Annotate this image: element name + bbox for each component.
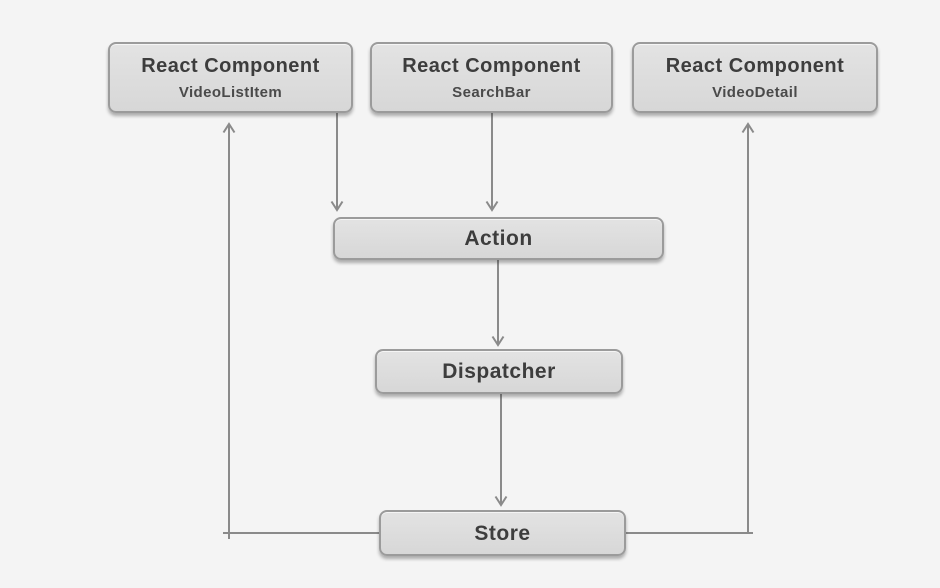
- edge-searchbar-to-action: [485, 110, 499, 212]
- arrowhead-up-icon: [222, 122, 236, 134]
- node-subtitle: SearchBar: [452, 83, 531, 101]
- edge-dispatcher-to-store: [494, 392, 508, 507]
- arrowhead-down-icon: [494, 495, 508, 507]
- node-react-component-videolistitem: React Component VideoListItem: [108, 42, 353, 113]
- node-action: Action: [333, 217, 664, 260]
- node-react-component-videodetail: React Component VideoDetail: [632, 42, 878, 113]
- node-dispatcher: Dispatcher: [375, 349, 623, 394]
- edge-action-to-dispatcher: [491, 258, 505, 347]
- edge-store-to-videolistitem: [222, 122, 385, 539]
- edge-store-to-videodetail: [620, 122, 755, 534]
- node-react-component-searchbar: React Component SearchBar: [370, 42, 613, 113]
- node-store: Store: [379, 510, 626, 556]
- arrowhead-down-icon: [330, 200, 344, 212]
- node-title: Dispatcher: [442, 360, 556, 383]
- node-title: Store: [474, 521, 531, 545]
- node-title: React Component: [665, 54, 845, 77]
- node-title: Action: [464, 227, 533, 250]
- node-title: React Component: [402, 54, 581, 77]
- node-subtitle: VideoDetail: [712, 83, 798, 101]
- node-subtitle: VideoListItem: [178, 83, 283, 101]
- edge-videolistitem-to-action: [330, 110, 344, 212]
- arrowhead-down-icon: [485, 200, 499, 212]
- arrowhead-down-icon: [491, 335, 505, 347]
- node-title: React Component: [141, 54, 320, 77]
- arrowhead-up-icon: [741, 122, 755, 134]
